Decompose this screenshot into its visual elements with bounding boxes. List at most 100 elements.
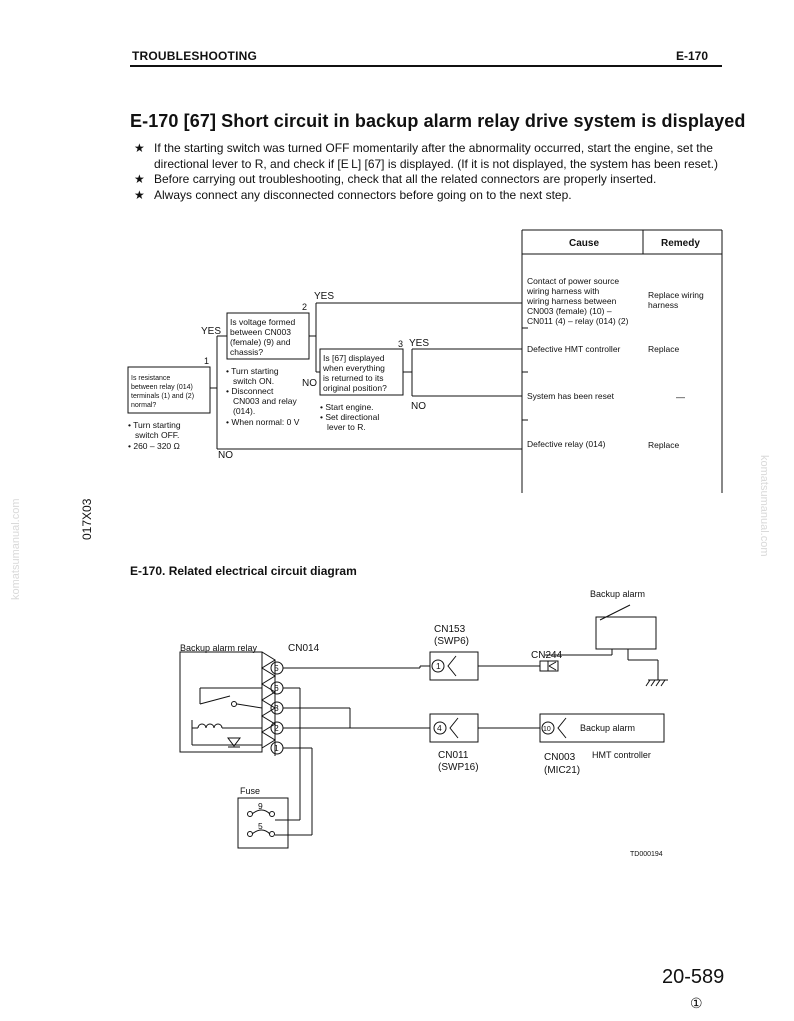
cause-row: System has been reset — (527, 391, 685, 402)
cause-row: Defective relay (014) Replace (527, 439, 679, 450)
pin-label: 5 (274, 663, 279, 673)
star-icon: ★ (134, 187, 145, 202)
cause-header: Cause (569, 238, 599, 249)
svg-text:switch OFF.: switch OFF. (135, 430, 179, 440)
cn014-label: CN014 (288, 643, 320, 654)
svg-text:Is resistance: Is resistance (131, 375, 170, 382)
step2-question: Is voltage formed between CN003 (female)… (230, 317, 295, 357)
relay-label: Backup alarm relay (180, 643, 258, 653)
pin-label: 2 (274, 723, 279, 733)
svg-text:• Turn starting: • Turn starting (128, 420, 181, 430)
star-icon: ★ (134, 172, 145, 186)
svg-text:(female) (9) and: (female) (9) and (230, 337, 291, 347)
svg-text:—: — (676, 392, 685, 402)
cn153-label: CN153 (434, 624, 466, 635)
svg-text:wiring harness with: wiring harness with (526, 286, 600, 296)
cause-row: Contact of power source wiring harness w… (526, 276, 704, 326)
pin-label: 3 (274, 703, 279, 713)
page-title: E-170 [67] Short circuit in backup alarm… (130, 111, 746, 131)
step1-question: Is resistance between relay (014) termin… (131, 375, 194, 409)
svg-text:wiring harness between: wiring harness between (526, 296, 617, 306)
svg-text:lever to R.: lever to R. (327, 422, 366, 432)
svg-text:(014).: (014). (233, 406, 255, 416)
swp6-label: (SWP6) (434, 636, 469, 647)
svg-text:between CN003: between CN003 (230, 327, 291, 337)
step1-conditions: • Turn starting switch OFF. • 260 – 320 … (128, 420, 181, 451)
note-item: ★Before carrying out troubleshooting, ch… (134, 172, 657, 186)
svg-text:Is [67] displayed: Is [67] displayed (323, 353, 385, 363)
step3-question: Is [67] displayed when everything is ret… (322, 353, 387, 393)
svg-text:original position?: original position? (323, 383, 387, 393)
svg-text:Defective relay (014): Defective relay (014) (527, 439, 606, 449)
watermark: komatsumanual.com (758, 455, 770, 557)
yes-label: YES (201, 326, 221, 337)
svg-text:between relay (014): between relay (014) (131, 384, 193, 391)
svg-text:when everything: when everything (322, 363, 385, 373)
no-label: NO (302, 378, 317, 389)
troubleshooting-flowchart: Cause Remedy 1 2 3 YES YES YES NO NO NO … (127, 229, 723, 493)
side-code: 017X03 (80, 498, 94, 540)
svg-text:CN011 (4) – relay (014) (2): CN011 (4) – relay (014) (2) (527, 316, 629, 326)
svg-text:Replace wiring: Replace wiring (648, 290, 704, 300)
step-number: 1 (204, 356, 209, 366)
circuit-diagram: Backup alarm CN153 (SWP6) CN244 Backup a… (179, 589, 668, 858)
svg-text:Contact of power source: Contact of power source (527, 276, 619, 286)
svg-text:System has been reset: System has been reset (527, 391, 615, 401)
cn003-label: CN003 (544, 752, 576, 763)
svg-text:CN003 and relay: CN003 and relay (233, 396, 298, 406)
pin-label: 10 (543, 726, 551, 733)
svg-text:CN003 (female) (10) –: CN003 (female) (10) – (527, 306, 612, 316)
yes-label: YES (409, 338, 429, 349)
star-icon: ★ (134, 141, 145, 155)
svg-text:Defective HMT controller: Defective HMT controller (527, 344, 621, 354)
svg-text:• Start engine.: • Start engine. (320, 402, 374, 412)
svg-text:• When normal: 0 V: • When normal: 0 V (226, 417, 300, 427)
svg-text:is returned to its: is returned to its (323, 373, 383, 383)
svg-text:• Disconnect: • Disconnect (226, 386, 274, 396)
controller-label: Backup alarm (580, 723, 635, 733)
backup-alarm-label: Backup alarm (590, 589, 645, 599)
fuse-pin-label: 9 (258, 801, 263, 811)
circuit-section-title: E-170. Related electrical circuit diagra… (130, 564, 357, 578)
svg-text:normal?: normal? (131, 402, 156, 409)
notes-list: ★If the starting switch was turned OFF m… (134, 141, 724, 203)
svg-text:harness: harness (648, 300, 678, 310)
header-section: TROUBLESHOOTING (132, 49, 257, 63)
mic21-label: (MIC21) (544, 765, 580, 776)
hmt-label: HMT controller (592, 750, 651, 760)
svg-text:chassis?: chassis? (230, 347, 263, 357)
pin-label: 1 (436, 661, 441, 671)
svg-text:terminals (1) and (2): terminals (1) and (2) (131, 393, 194, 400)
pin-label: 4 (437, 723, 442, 733)
cn244-label: CN244 (531, 650, 563, 661)
step2-conditions: • Turn starting switch ON. • Disconnect … (226, 366, 300, 427)
svg-text:• 260 – 320 Ω: • 260 – 320 Ω (128, 441, 180, 451)
header-rule (130, 65, 722, 67)
fuse-pin-label: 5 (258, 821, 263, 831)
step3-conditions: • Start engine. • Set directional lever … (320, 402, 379, 432)
svg-text:• Set directional: • Set directional (320, 412, 379, 422)
yes-label: YES (314, 291, 334, 302)
no-label: NO (218, 450, 233, 461)
step-number: 3 (398, 339, 403, 349)
svg-text:• Turn starting: • Turn starting (226, 366, 279, 376)
header-code: E-170 (676, 49, 709, 63)
note-item: ★If the starting switch was turned OFF m… (134, 141, 719, 171)
svg-text:Replace: Replace (648, 440, 679, 450)
no-label: NO (411, 401, 426, 412)
pin-label: 1 (274, 743, 279, 753)
page-number: 20-589 (662, 966, 725, 988)
svg-text:Is voltage formed: Is voltage formed (230, 317, 295, 327)
cause-row: Defective HMT controller Replace (527, 344, 679, 354)
fuse-label: Fuse (240, 786, 260, 796)
revision-mark: ① (690, 995, 703, 1011)
cn011-label: CN011 (438, 750, 469, 761)
step-number: 2 (302, 302, 307, 312)
drawing-code: TD000194 (630, 851, 663, 858)
swp16-label: (SWP16) (438, 762, 479, 773)
svg-text:Replace: Replace (648, 344, 679, 354)
pin-label: 6 (274, 683, 279, 693)
note-item: ★Always connect any disconnected connect… (134, 187, 572, 202)
remedy-header: Remedy (661, 238, 700, 249)
svg-text:switch ON.: switch ON. (233, 376, 274, 386)
